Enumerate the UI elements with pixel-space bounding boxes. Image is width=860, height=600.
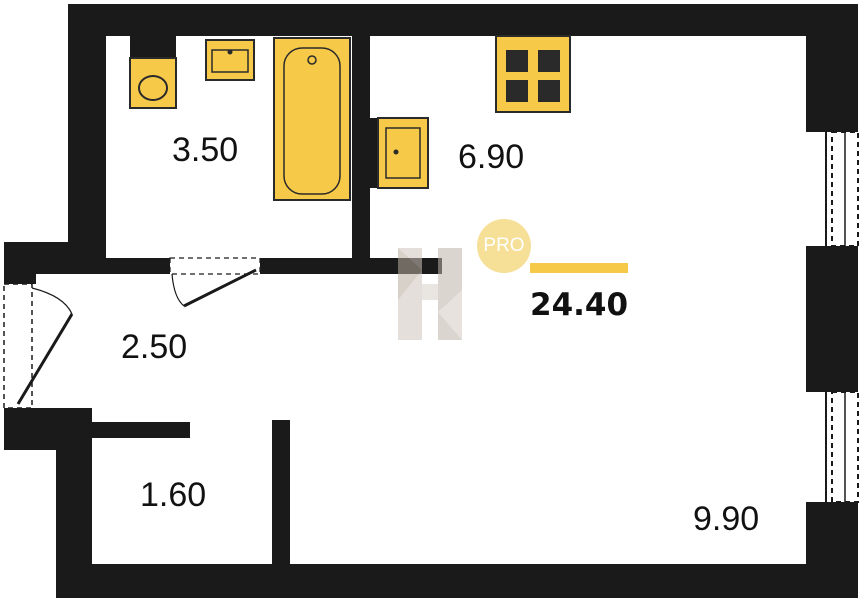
wall-right-middle [806, 246, 858, 392]
wall-left-lower [56, 422, 92, 598]
kitchen-sink-icon [370, 117, 429, 189]
pro-badge: PRO [477, 219, 531, 273]
wall-left-upper [68, 4, 106, 274]
toilet-icon [129, 36, 177, 109]
total-area-accent-bar [530, 263, 628, 273]
wall-bath-bottom-right [260, 258, 442, 274]
window-upper [825, 131, 859, 247]
living-area-label: 9.90 [693, 500, 760, 538]
wall-bath-bottom-left [106, 258, 170, 274]
kitchen-area-label: 6.90 [458, 138, 525, 176]
storage-area-label: 1.60 [140, 476, 207, 514]
window-lower [825, 391, 859, 503]
wall-top [68, 4, 858, 36]
hallway-area-label: 2.50 [121, 328, 188, 366]
washbasin-icon [205, 39, 255, 81]
bathtub-icon [273, 37, 351, 201]
bathroom-door [169, 257, 261, 308]
watermark-h-logo [398, 248, 462, 340]
bathroom-area-label: 3.50 [172, 131, 239, 169]
entrance-door [3, 283, 74, 409]
wall-right-top [806, 4, 858, 132]
wall-bottom [56, 564, 858, 598]
stove-icon [495, 35, 571, 113]
walls [4, 4, 858, 598]
total-area-label: 24.40 [530, 287, 629, 323]
wall-bath-kitchen [352, 36, 370, 266]
wall-entrance-left-top [4, 242, 36, 284]
wall-entrance-bottom [4, 408, 92, 450]
wall-storage-right [272, 420, 290, 566]
wall-storage-top [92, 422, 190, 438]
